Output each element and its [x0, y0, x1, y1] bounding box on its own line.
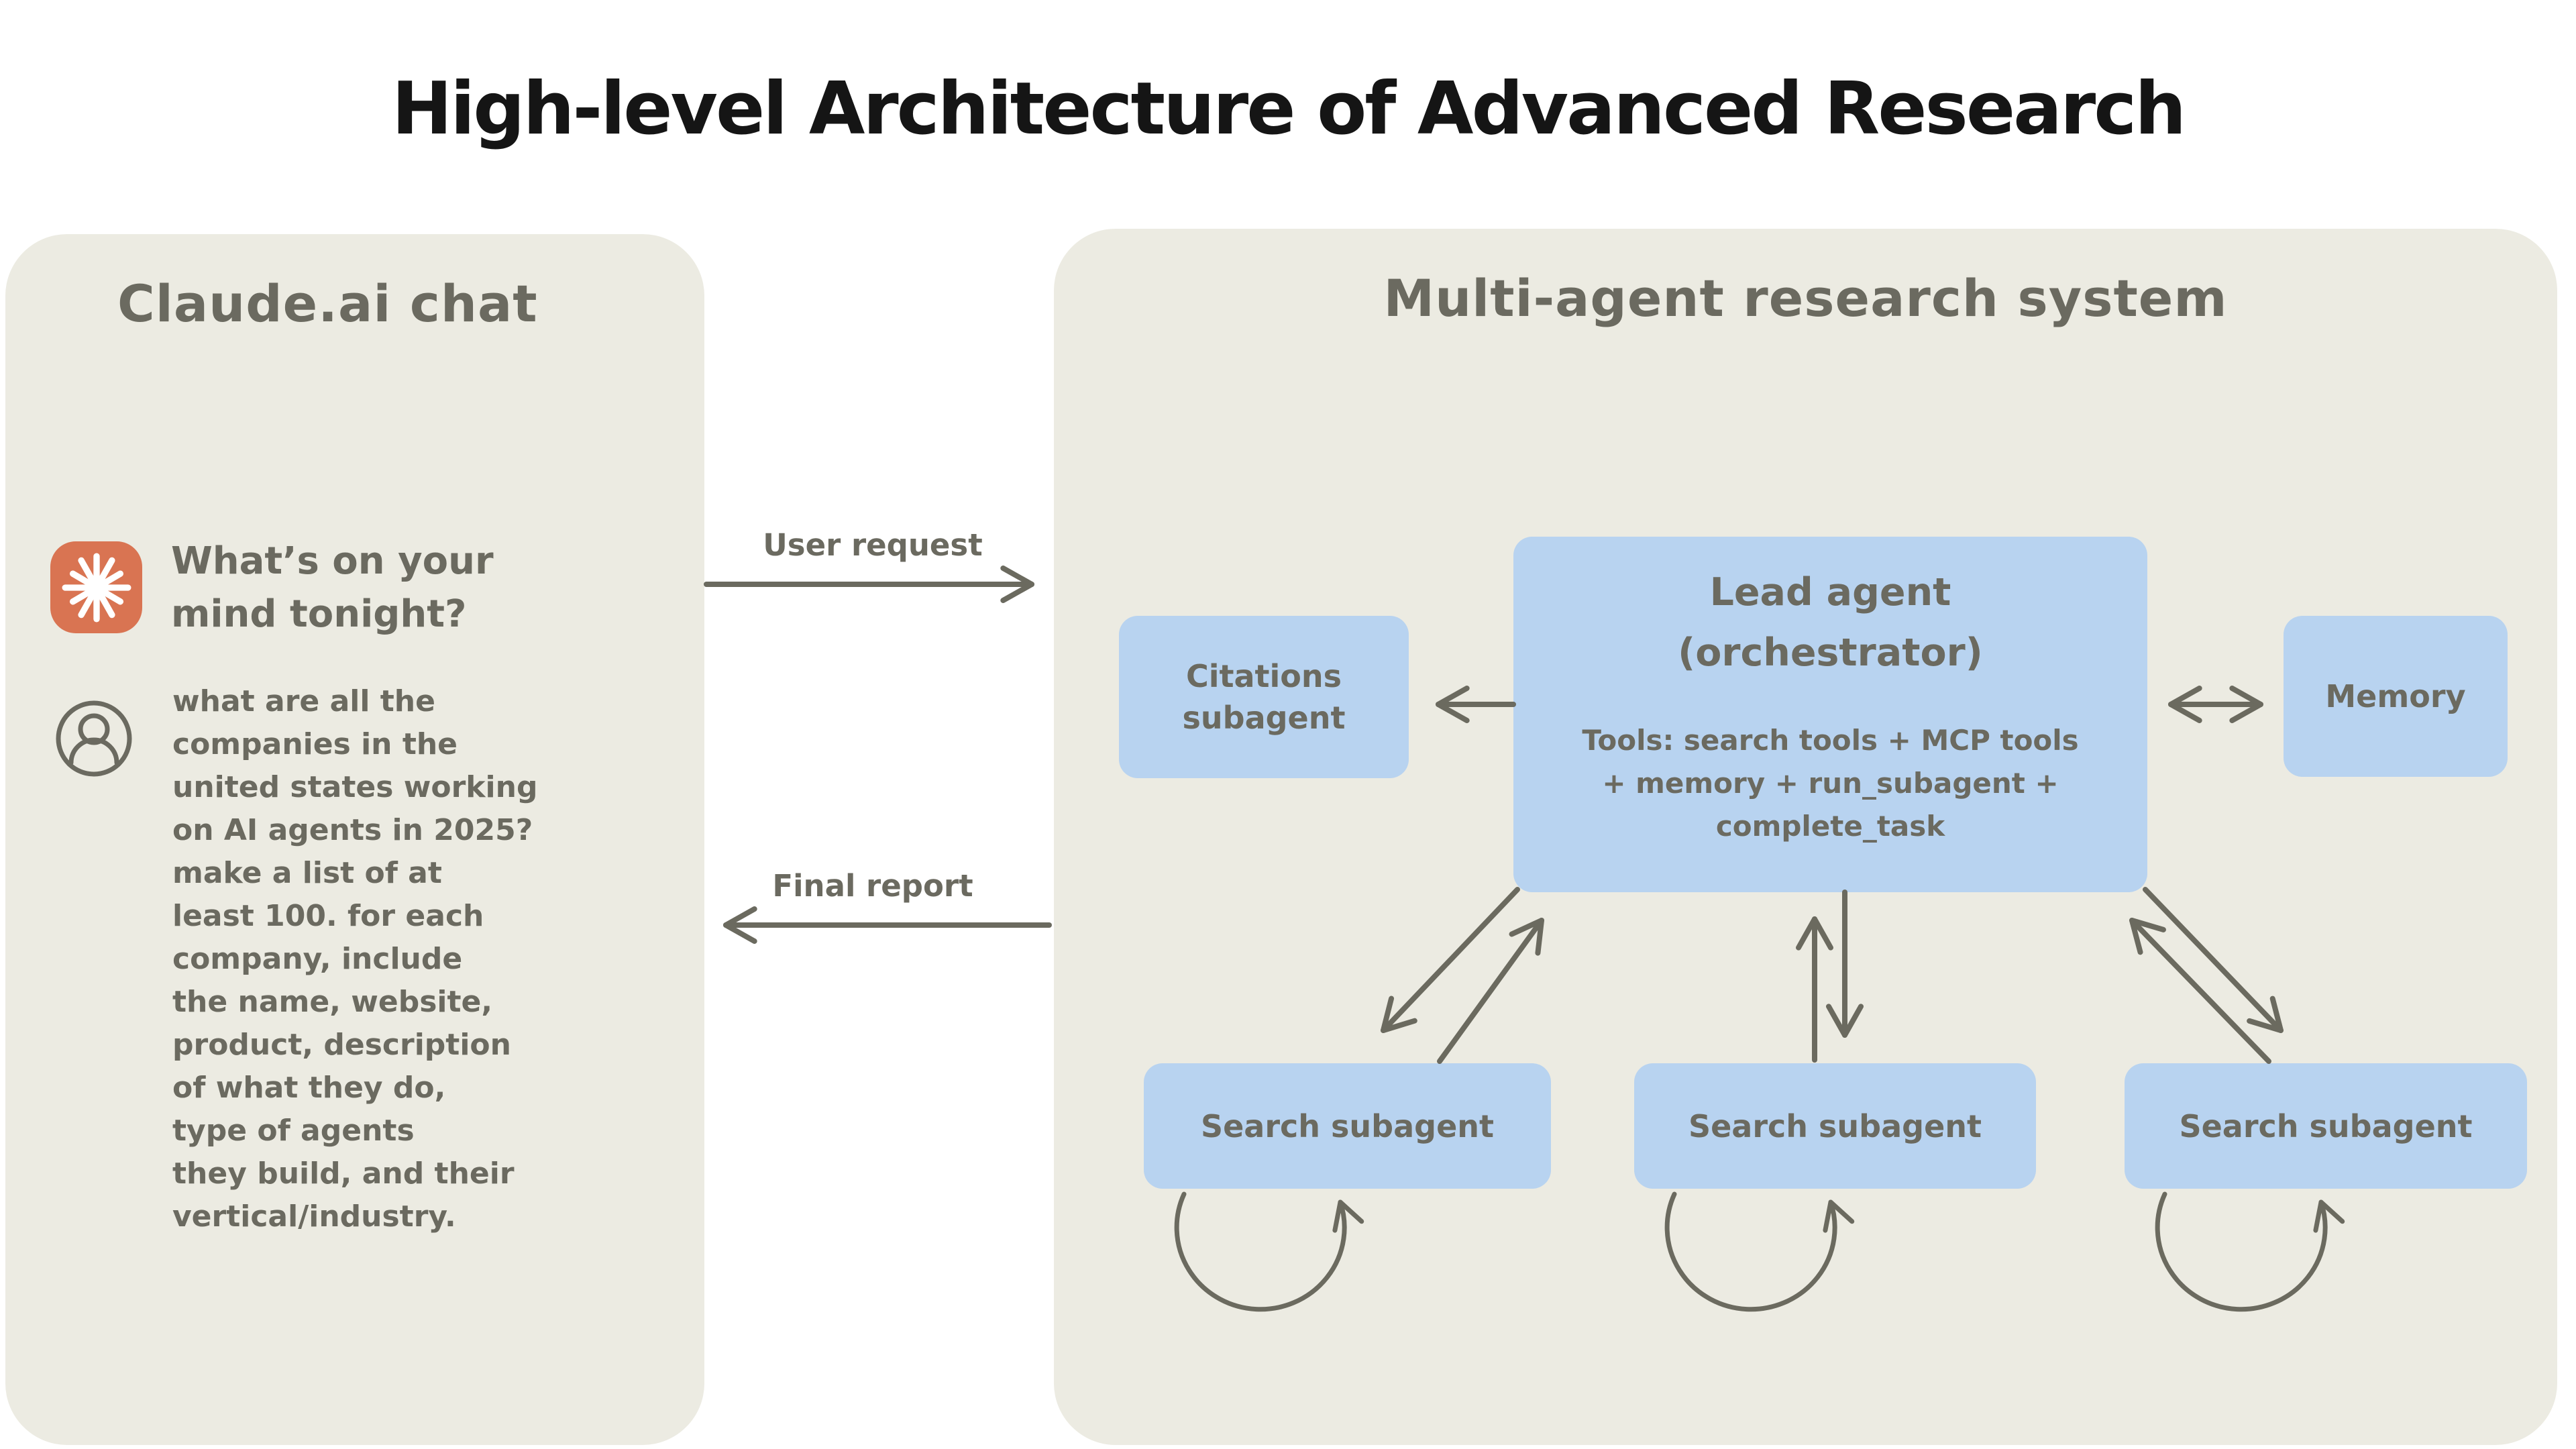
assistant-prompt-text: What’s on your mind tonight?: [171, 539, 494, 636]
research-panel-header: Multi-agent research system: [1383, 268, 2228, 328]
memory-box: Memory: [2284, 616, 2508, 777]
claude-starburst-icon: [62, 553, 131, 622]
search-subagent-box-3: Search subagent: [2125, 1063, 2527, 1189]
search-subagent-label: Search subagent: [2179, 1108, 2473, 1144]
final-report-label: Final report: [772, 868, 973, 904]
user-request-label: User request: [763, 527, 983, 563]
lead-agent-tools-text: Tools: search tools + MCP tools + memory…: [1582, 724, 2079, 843]
search-subagent-label: Search subagent: [1688, 1108, 1982, 1144]
lead-agent-title: Lead agent (orchestrator): [1678, 570, 1983, 675]
citations-subagent-box: Citations subagent: [1119, 616, 1409, 778]
claude-panel-header: Claude.ai chat: [117, 274, 538, 333]
memory-label: Memory: [2325, 678, 2466, 714]
page-title: High-level Architecture of Advanced Rese…: [391, 67, 2186, 151]
search-subagent-label: Search subagent: [1200, 1108, 1495, 1144]
user-avatar-icon: [56, 700, 132, 777]
user-message-text: what are all the companies in the united…: [172, 684, 538, 1234]
search-subagent-box-1: Search subagent: [1144, 1063, 1551, 1189]
citations-subagent-label: Citations subagent: [1182, 658, 1346, 736]
lead-agent-box: Lead agent (orchestrator) Tools: search …: [1513, 537, 2147, 892]
search-subagent-box-2: Search subagent: [1634, 1063, 2036, 1189]
claude-chat-panel: [5, 234, 704, 1445]
claude-app-badge: [50, 541, 142, 633]
